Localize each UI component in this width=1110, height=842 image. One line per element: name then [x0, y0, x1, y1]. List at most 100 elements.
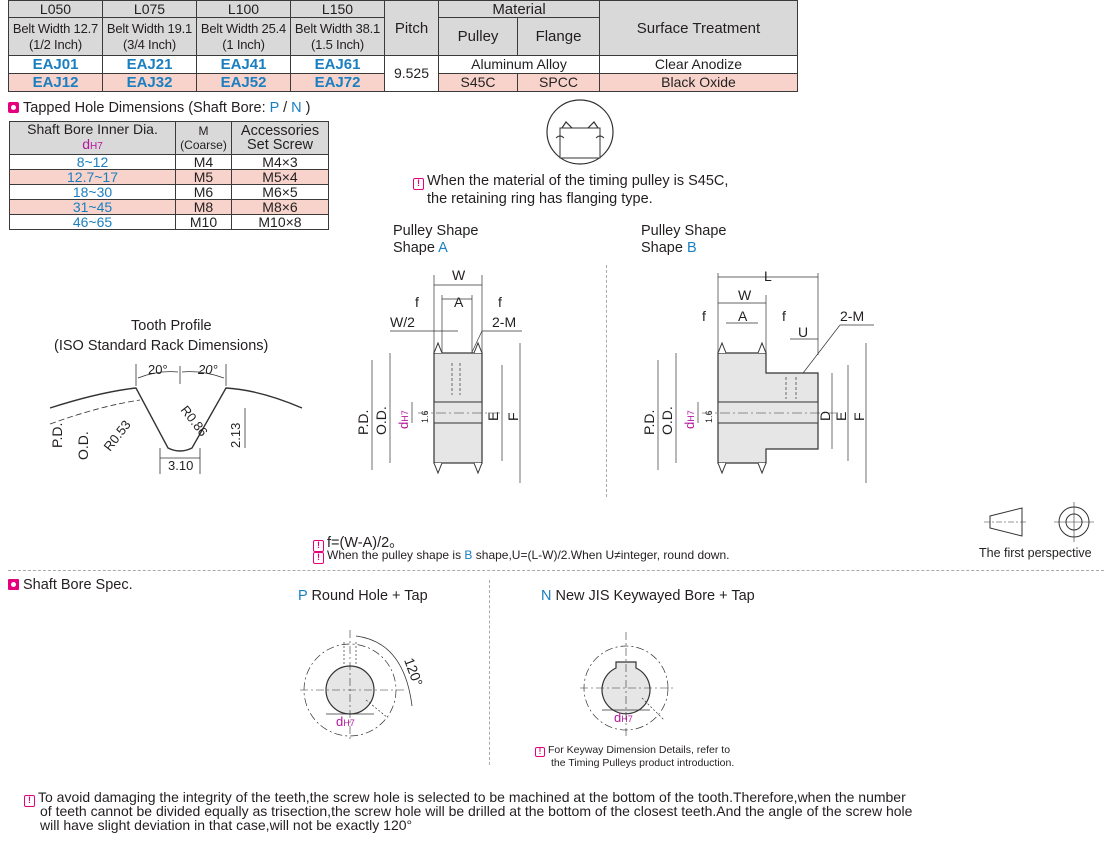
shape-a-title: Pulley Shape	[393, 223, 479, 239]
part-code: EAJ32	[102, 73, 197, 92]
dim-d: dH7	[396, 410, 411, 429]
surface-black: Black Oxide	[599, 73, 798, 92]
section-divider	[8, 570, 1104, 571]
tooth-subtitle: (ISO Standard Rack Dimensions)	[54, 338, 269, 354]
tapped-hole-table: Shaft Bore Inner Dia.dH7 M(Coarse) Acces…	[9, 121, 329, 230]
flange-note-2: the retaining ring has flanging type.	[427, 191, 653, 207]
header-pitch: Pitch	[384, 0, 439, 56]
round-hole-tap-drawing: 120° dH7	[300, 630, 426, 740]
header-l150: L150	[290, 0, 385, 18]
surface-clear: Clear Anodize	[599, 55, 798, 74]
tapped-title: Tapped Hole Dimensions (Shaft Bore: P / …	[8, 100, 311, 116]
shape-b-title: Pulley Shape	[641, 223, 727, 239]
shape-b-subtitle: Shape B	[641, 240, 697, 256]
dim-w: W	[738, 287, 752, 303]
dim-f-left: f	[415, 294, 419, 310]
divider	[489, 580, 490, 765]
dim-od: O.D.	[659, 406, 675, 435]
bottom-note-3: will have slight deviation in that case,…	[40, 817, 413, 833]
dim-e: E	[485, 412, 501, 421]
part-code: EAJ61	[290, 55, 385, 74]
dim-f-right: f	[498, 294, 502, 310]
dim-w: W	[452, 267, 466, 283]
note-icon: !	[24, 795, 35, 807]
dim-2m: 2-M	[492, 314, 516, 330]
n-type-label: N New JIS Keywayed Bore + Tap	[541, 588, 755, 604]
header-l100: L100	[196, 0, 291, 18]
dim-e: E	[833, 412, 849, 421]
header-flange: Flange	[517, 17, 600, 56]
formula-note: !f=(W-A)/2。	[313, 531, 404, 552]
belt-width-100: Belt Width 25.4(1 Inch)	[196, 17, 291, 56]
divider	[606, 265, 607, 497]
flange-note: !When the material of the timing pulley …	[413, 173, 728, 190]
dim-radius: 1.6	[704, 410, 714, 423]
projection-label: The first perspective	[979, 546, 1092, 560]
dim-f-height: F	[505, 412, 521, 421]
angle-left-label: 20°	[148, 362, 168, 377]
dim-pd: P.D.	[355, 410, 371, 435]
flange-detail-drawing	[546, 99, 614, 165]
col-m: M(Coarse)	[175, 121, 232, 155]
keyway-note: !For Keyway Dimension Details, refer to	[535, 744, 730, 757]
pulley-shape-a-drawing: W A f f W/2 2-M P.D. O.D. dH7 1.6 E F	[355, 267, 522, 483]
p-type-label: P Round Hole + Tap	[298, 588, 428, 604]
dim-radius: 1.6	[420, 410, 430, 423]
tooth-title: Tooth Profile	[131, 318, 212, 334]
note-icon: !	[413, 178, 424, 190]
angle-right-label: 20°	[197, 362, 218, 377]
col-shaft-bore: Shaft Bore Inner Dia.dH7	[9, 121, 176, 155]
dim-w-half: W/2	[390, 314, 415, 330]
tip-radius-label: R0.86	[178, 403, 211, 440]
formula-note-2: !When the pulley shape is B shape,U=(L-W…	[313, 548, 729, 564]
part-code: EAJ41	[196, 55, 291, 74]
dim-u: U	[798, 324, 808, 340]
dim-2m: 2-M	[840, 308, 864, 324]
belt-width-150: Belt Width 38.1(1.5 Inch)	[290, 17, 385, 56]
part-code: EAJ72	[290, 73, 385, 92]
material-s45c: S45C	[438, 73, 518, 92]
note-icon: !	[313, 540, 324, 552]
dim-d: dH7	[336, 714, 355, 729]
keyway-note-2: the Timing Pulleys product introduction.	[551, 757, 735, 769]
header-l075: L075	[102, 0, 197, 18]
shaft-bore-title: Shaft Bore Spec.	[8, 577, 133, 593]
od-label: O.D.	[75, 431, 91, 460]
section-marker-icon	[8, 102, 19, 113]
header-surface: Surface Treatment	[599, 0, 798, 56]
header-l050: L050	[8, 0, 103, 18]
header-pulley: Pulley	[438, 17, 518, 56]
spec-table: L050 L075 L100 L150 Pitch Material Surfa…	[8, 0, 798, 92]
material-aluminum: Aluminum Alloy	[438, 55, 600, 74]
tooth-profile-drawing: 20° 20° R0.86 R0.53 3.10 2.13 P.D. O.D.	[49, 362, 303, 474]
pulley-shape-b-drawing: L W A f f 2-M U P.D. O.D. dH7 1.6 D E F	[641, 268, 874, 483]
belt-width-075: Belt Width 19.1(3/4 Inch)	[102, 17, 197, 56]
dim-a: A	[738, 308, 748, 324]
pd-label: P.D.	[49, 423, 65, 448]
part-code: EAJ12	[8, 73, 103, 92]
pitch-value: 9.525	[384, 55, 439, 92]
dim-l: L	[764, 268, 772, 284]
dim-od: O.D.	[373, 406, 389, 435]
note-icon: !	[535, 747, 545, 757]
dim-d: dH7	[614, 710, 633, 725]
material-spcc: SPCC	[517, 73, 600, 92]
root-radius-label: R0.53	[101, 417, 134, 454]
dim-a: A	[454, 294, 464, 310]
bottom-note-2: of teeth cannot be divided equally as tr…	[40, 803, 913, 819]
dim-pd: P.D.	[641, 410, 657, 435]
tooth-depth-label: 2.13	[228, 423, 243, 448]
section-marker-icon	[8, 579, 19, 590]
part-code: EAJ01	[8, 55, 103, 74]
keyway-bore-drawing: dH7	[580, 632, 676, 736]
part-code: EAJ21	[102, 55, 197, 74]
first-angle-projection-icon	[984, 502, 1094, 542]
bottom-note: !To avoid damaging the integrity of the …	[24, 790, 906, 807]
dim-bore-d: D	[817, 411, 833, 421]
dim-f-height: F	[851, 412, 867, 421]
